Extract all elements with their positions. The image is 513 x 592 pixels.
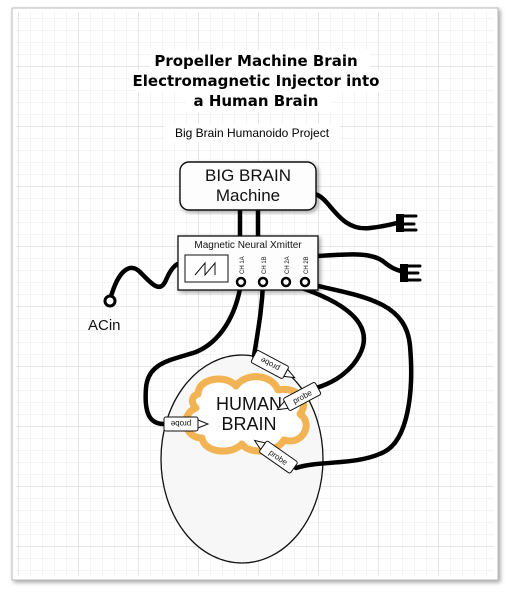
wires — [107, 191, 414, 471]
machine-label-line-2: Machine — [216, 186, 280, 205]
brain-label-line-2: BRAIN — [221, 414, 276, 434]
ac-terminal-icon — [103, 294, 117, 308]
plug-icon-2 — [400, 264, 422, 282]
channel-label-1b: CH 1B — [262, 256, 268, 274]
channel-label-2a: CH 2A — [285, 256, 291, 274]
subtitle-bg — [164, 124, 340, 142]
jack-2a-icon — [280, 276, 292, 288]
big-brain-machine-box — [179, 161, 317, 211]
machine-label-line-1: BIG BRAIN — [205, 166, 291, 185]
channel-label-1a: CH 1A — [240, 256, 246, 274]
probe-right: probe — [276, 382, 322, 411]
title-line-2: Electromagnetic Injector into — [133, 72, 380, 90]
ac-in-label: ACin — [88, 317, 121, 334]
probe-left-label: probe — [170, 419, 191, 428]
title-block: Propeller Machine Brain Electromagnetic … — [133, 50, 384, 112]
plug-icon — [396, 214, 418, 232]
xmitter-label: Magnetic Neural Xmitter — [194, 240, 302, 251]
brain-label-line-1: HUMAN — [216, 394, 282, 414]
title-line-3: a Human Brain — [193, 92, 318, 110]
jack-1a-icon — [235, 276, 247, 288]
probe-left: probe — [163, 416, 210, 432]
subtitle: Big Brain Humanoido Project — [175, 126, 330, 140]
jack-1b-icon — [257, 276, 269, 288]
title-line-1: Propeller Machine Brain — [154, 52, 357, 70]
channel-label-2b: CH 2B — [304, 256, 310, 274]
waveform-display-icon — [184, 254, 229, 283]
probe-top: probe — [250, 350, 296, 379]
jack-2b-icon — [299, 276, 311, 288]
